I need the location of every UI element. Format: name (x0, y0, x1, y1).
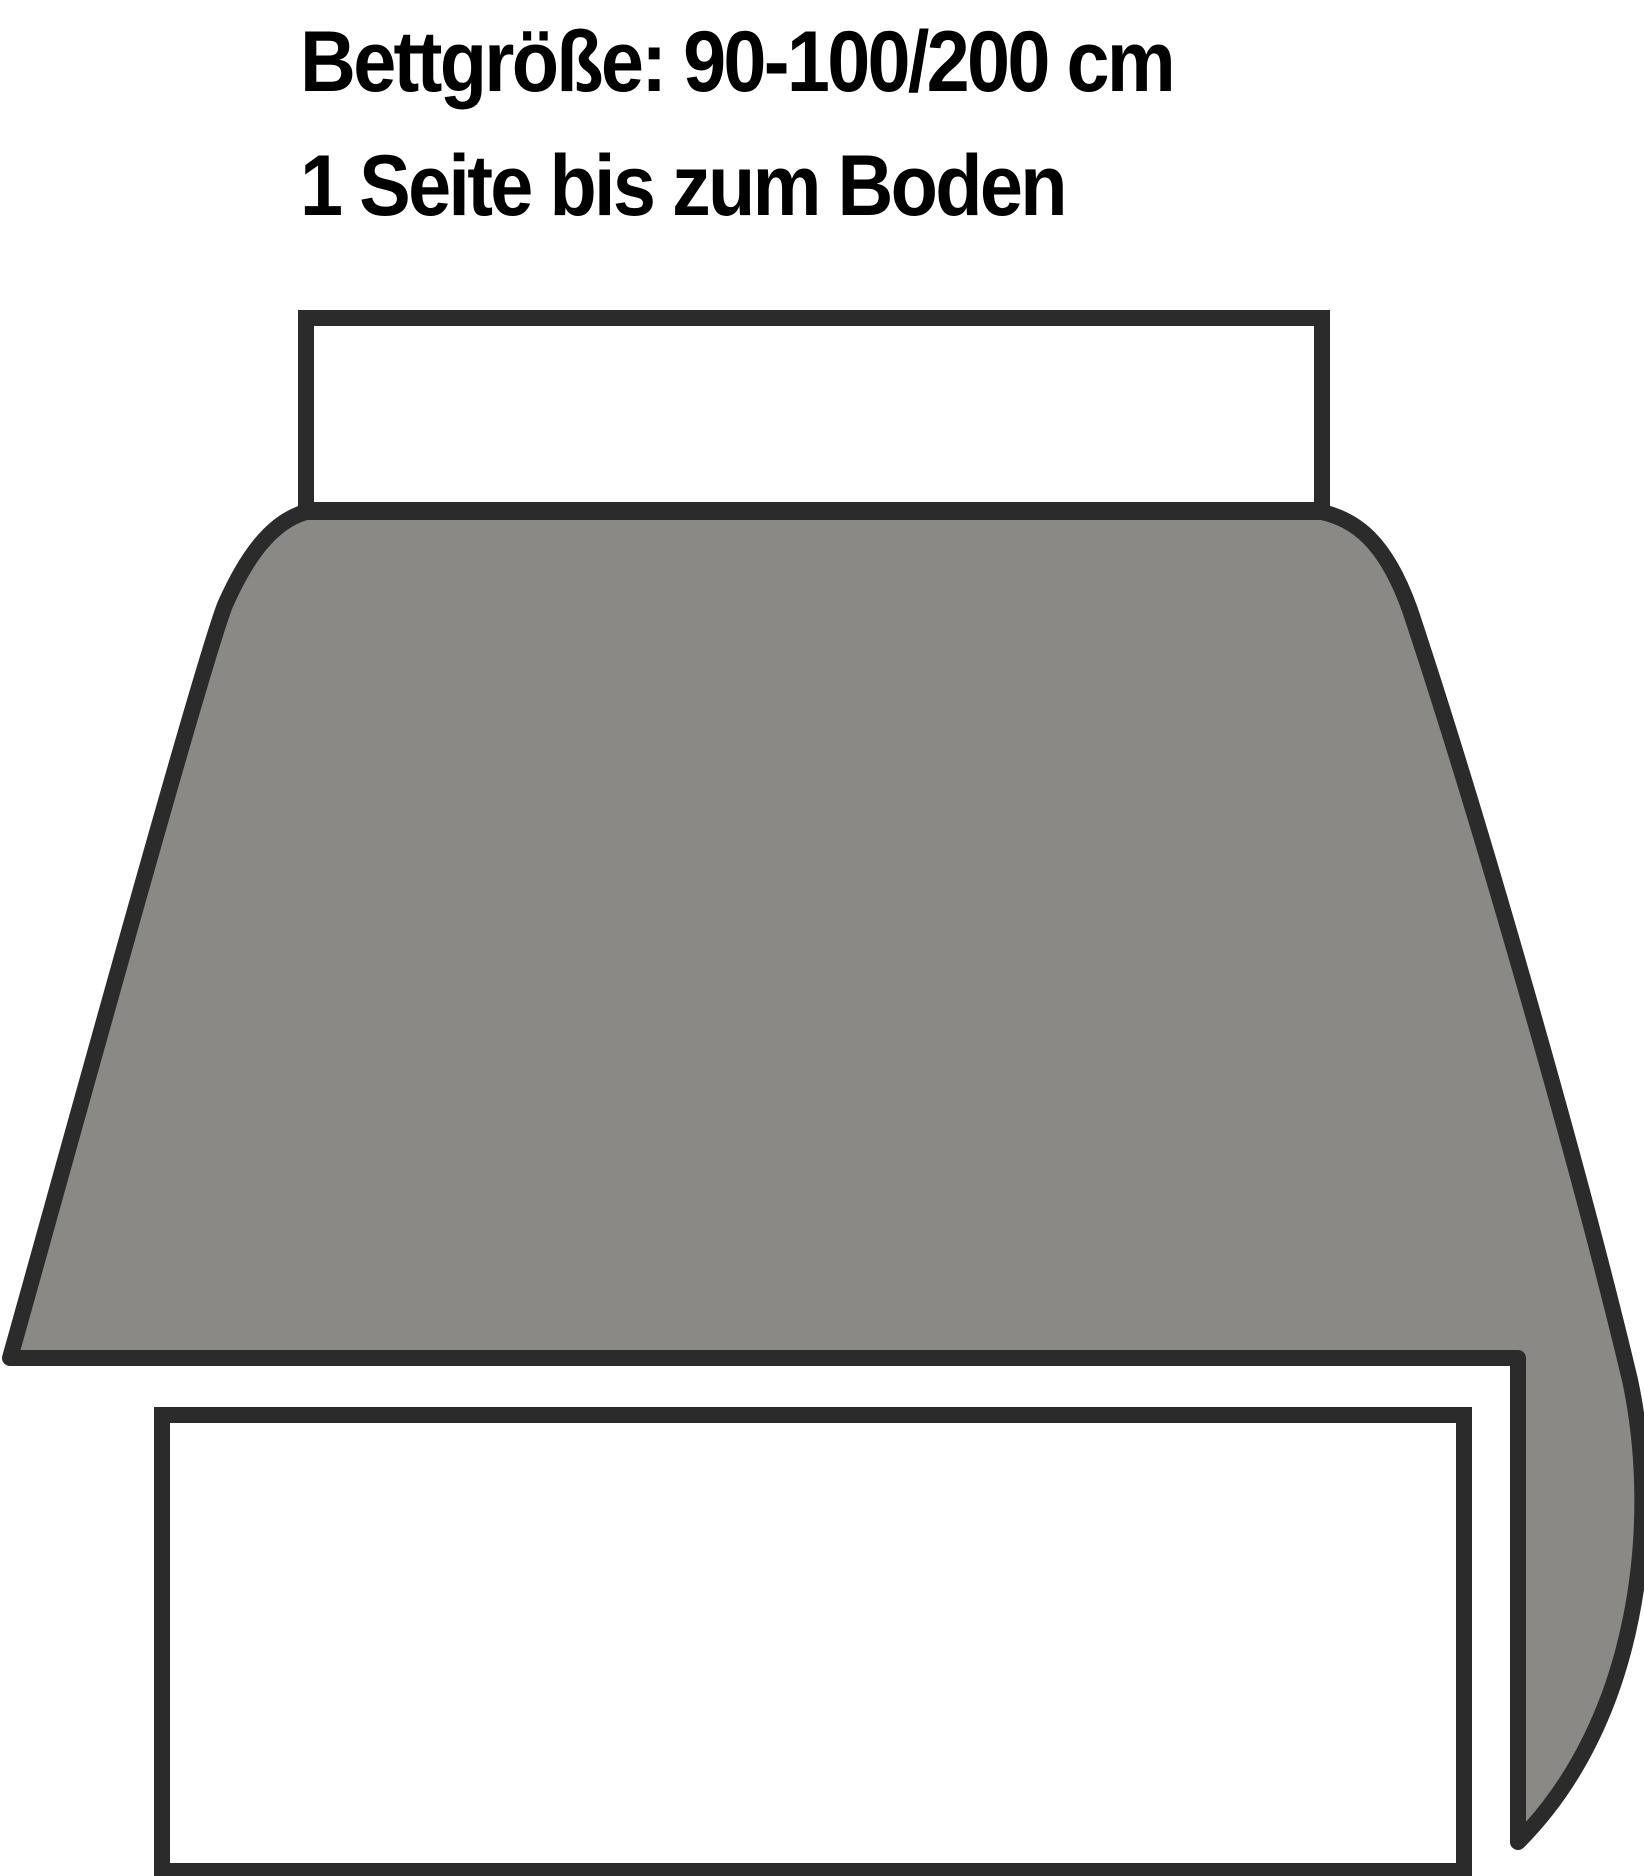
bed-size-label: Bettgröße: 90-100/200 cm (300, 14, 1176, 110)
floor-side-label: 1 Seite bis zum Boden (300, 138, 1067, 234)
size-caption: Bettgröße: 90-100/200 cm 1 Seite bis zum… (300, 0, 1176, 248)
headboard-shape (298, 310, 1330, 518)
bed-base-shape (154, 1407, 1472, 1876)
bedspread-shape (2, 504, 1644, 1850)
